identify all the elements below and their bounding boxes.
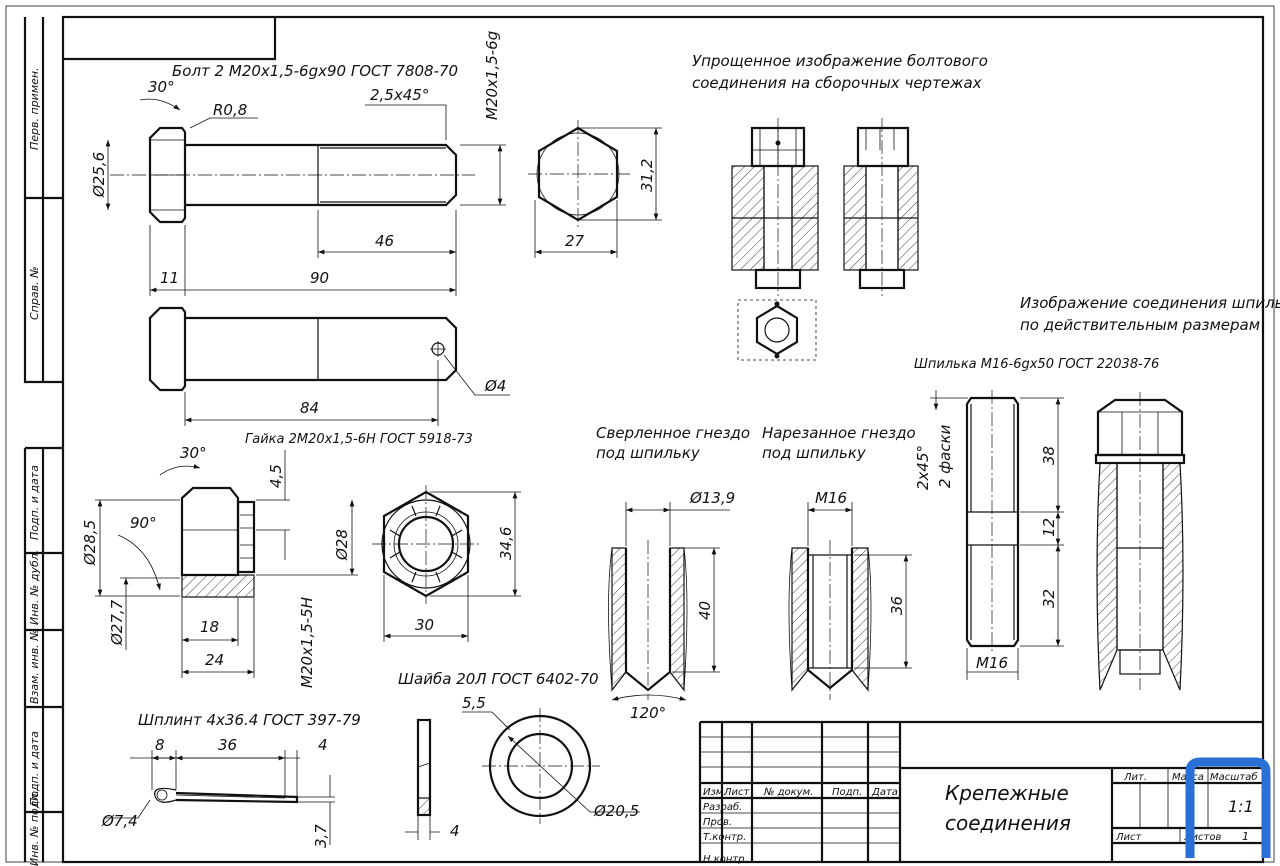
- stud-thread: М16: [976, 654, 1008, 672]
- tb-sheet-label: Лист: [1115, 832, 1143, 843]
- stamp-podp2: Подп. и дата: [28, 731, 41, 806]
- tapped-thread: М16: [815, 489, 847, 507]
- washer-title: Шайба 20Л ГОСТ 6402-70: [398, 670, 599, 688]
- pin-dim-4: 4: [318, 736, 328, 754]
- tb-col-list: Лист: [723, 787, 751, 798]
- tb-name-1: Крепежные: [945, 781, 1069, 805]
- nut-d-thread: Ø28: [333, 529, 351, 561]
- pin-dim-8: 8: [155, 736, 165, 754]
- bolt-radius: R0,8: [213, 101, 247, 119]
- bolt-d-head: Ø25,6: [90, 152, 108, 198]
- title-block: Изм. Лист № докум. Подп. Дата Разраб. Пр…: [698, 720, 1263, 865]
- stud-chamfer: 2х45°: [914, 445, 932, 490]
- bolt-hole-len: 84: [300, 399, 319, 417]
- bolt-hole-view: Ø4 84: [148, 306, 510, 426]
- simplified-title-2: соединения на сборочных чертежах: [692, 74, 982, 92]
- tapped-title-2: под шпильку: [762, 444, 867, 462]
- nut-hex-width: 30: [415, 616, 434, 634]
- tb-sheets-label: Листов: [1183, 832, 1221, 843]
- nut-hex-across: 34,6: [497, 527, 515, 560]
- pin-dim-3-7: 3,7: [312, 824, 330, 848]
- nut-title: Гайка 2М20х1,5-6Н ГОСТ 5918-73: [245, 432, 473, 447]
- tb-scale-head: Масштаб: [1210, 771, 1258, 783]
- tb-col-sign: Подп.: [832, 787, 862, 798]
- bolt-head-h: 11: [160, 269, 179, 287]
- tb-row-ncontrol: Н.контр.: [703, 854, 748, 865]
- stud-dim-top: 38: [1040, 446, 1058, 465]
- bolt-title: Болт 2 М20х1,5-6gх90 ГОСТ 7808-70: [172, 62, 458, 80]
- tapped-depth: 36: [888, 596, 906, 615]
- nut-d-outer: Ø28,5: [81, 520, 99, 566]
- bolt-hex-view: 31,2 27: [528, 120, 662, 258]
- tb-row-tcontrol: Т.контр.: [703, 832, 746, 843]
- simplified-title-1: Упрощенное изображение болтового: [692, 52, 988, 70]
- stamp-podp1: Подп. и дата: [28, 465, 41, 540]
- tb-row-check: Пров.: [703, 817, 732, 828]
- stud-dim-bot: 32: [1040, 589, 1058, 608]
- corner-logo: [1185, 757, 1271, 858]
- bolt-angle: 30°: [148, 78, 175, 96]
- tb-col-doc: № докум.: [763, 787, 813, 798]
- washer-inner-d: Ø20,5: [593, 802, 639, 820]
- stud-dim-mid: 12: [1040, 518, 1058, 537]
- nut-angle-side: 90°: [130, 514, 157, 532]
- nut-d-inner: Ø27,7: [108, 599, 126, 646]
- pin-view: Шплинт 4х36.4 ГОСТ 397-79 8 36 4 Ø7,4 3,…: [101, 711, 361, 848]
- tapped-title-1: Нарезанное гнездо: [762, 424, 916, 442]
- simplified-connection: Упрощенное изображение болтового соедине…: [692, 52, 988, 361]
- pin-d: Ø7,4: [101, 812, 138, 830]
- drilled-diameter: Ø13,9: [689, 489, 735, 507]
- nut-dim-18: 18: [200, 618, 219, 636]
- nut-angle-top: 30°: [180, 444, 207, 462]
- bolt-thread-len: 46: [375, 232, 394, 250]
- washer-thickness: 4: [450, 822, 460, 840]
- nut-dim-24: 24: [205, 651, 224, 669]
- drilled-title-2: под шпильку: [596, 444, 701, 462]
- drilled-depth: 40: [696, 601, 714, 620]
- tb-name-2: соединения: [945, 811, 1071, 835]
- stud-real-title-2: по действительным размерам: [1020, 316, 1260, 334]
- washer-view: Шайба 20Л ГОСТ 6402-70 4 5,5 Ø20,5: [398, 670, 640, 840]
- bolt-hex-across: 31,2: [638, 159, 656, 192]
- tb-sheets: 1: [1242, 830, 1249, 843]
- washer-width: 5,5: [462, 694, 486, 712]
- stamp-perv: Перв. примен.: [28, 67, 41, 150]
- nut-thread: М20х1,5-5Н: [298, 597, 316, 688]
- drilled-title-1: Сверленное гнездо: [596, 424, 750, 442]
- stamp-inv-dubl: Инв. № дубл.: [28, 550, 41, 625]
- bolt-hex-width: 27: [565, 232, 585, 250]
- drilled-socket: Сверленное гнездо под шпильку Ø13,9 40 1…: [596, 424, 750, 722]
- tb-col-izm: Изм.: [703, 787, 727, 798]
- tb-col-date: Дата: [871, 787, 898, 798]
- stud-chamfer-note: 2 фаски: [936, 424, 954, 488]
- stud-view: Изображение соединения шпилькой по дейст…: [914, 294, 1280, 691]
- nut-slot-h: 4,5: [267, 464, 285, 488]
- pin-title: Шплинт 4х36.4 ГОСТ 397-79: [138, 711, 361, 729]
- nut-hex-view: 34,6 30: [372, 485, 521, 642]
- nut-view: Гайка 2М20х1,5-6Н ГОСТ 5918-73 Ø28,5 Ø27…: [81, 432, 473, 688]
- tb-lit: Лит.: [1123, 772, 1147, 783]
- drilled-angle: 120°: [630, 704, 666, 722]
- stud-real-title-1: Изображение соединения шпилькой: [1020, 294, 1280, 312]
- stamp-inv-podl: Инв. № подл.: [28, 790, 41, 866]
- stamp-vzam: Взам. инв. №: [28, 629, 41, 704]
- tapped-socket: Нарезанное гнездо под шпильку М16 36: [762, 424, 916, 700]
- sheet-frame: [5, 5, 1275, 864]
- tb-row-dev: Разраб.: [703, 801, 742, 813]
- bolt-view: Болт 2 М20х1,5-6gх90 ГОСТ 7808-70 Ø25,6 …: [90, 31, 506, 296]
- stamp-sprav: Справ. №: [28, 266, 41, 320]
- bolt-length: 90: [310, 269, 329, 287]
- pin-dim-36: 36: [218, 736, 237, 754]
- bolt-thread: М20х1,5-6g: [483, 31, 501, 120]
- side-stamps: Перв. примен. Справ. № Подп. и дата Инв.…: [23, 17, 63, 866]
- bolt-chamfer: 2,5х45°: [370, 86, 429, 104]
- tb-scale: 1:1: [1228, 797, 1254, 816]
- stud-title: Шпилька М16-6gх50 ГОСТ 22038-76: [914, 357, 1159, 372]
- bolt-hole-d: Ø4: [484, 377, 506, 395]
